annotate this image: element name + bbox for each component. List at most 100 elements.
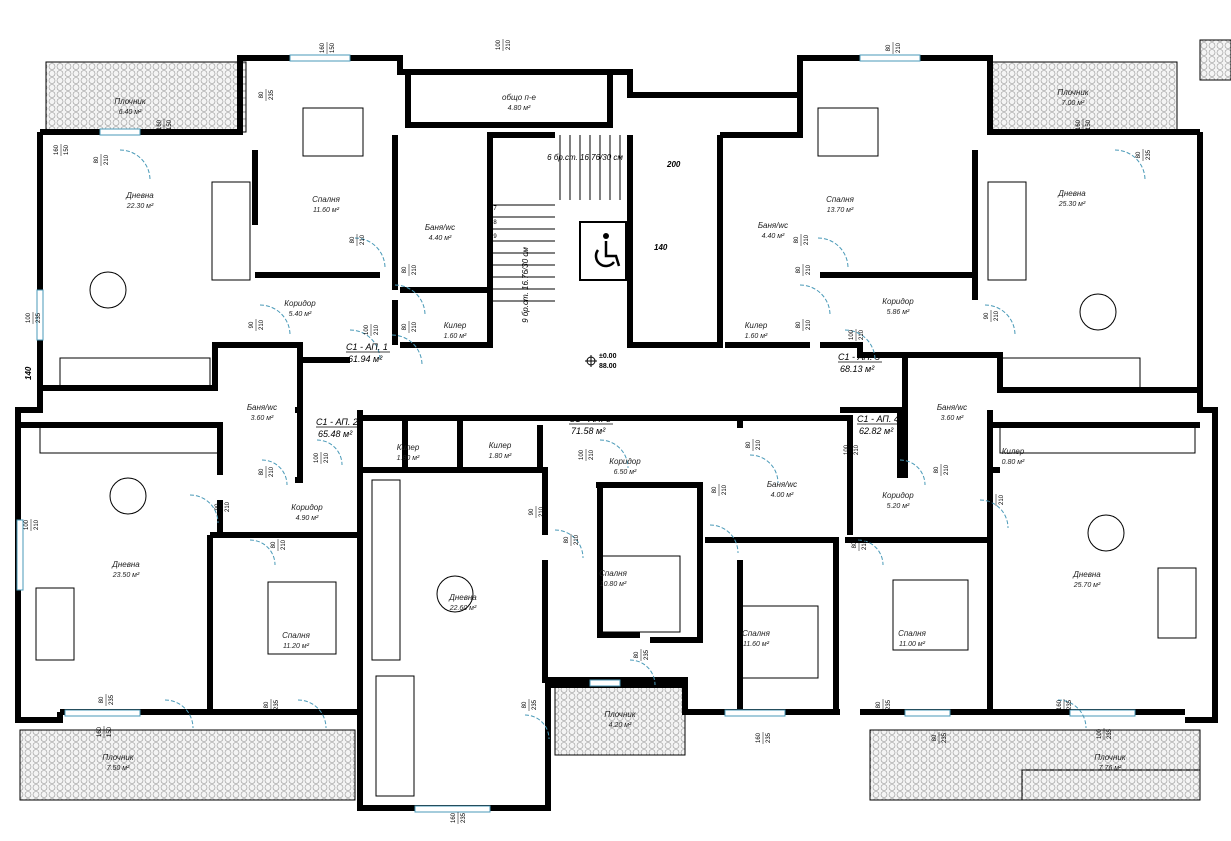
room-label: Килер 1.60 м² [444, 321, 467, 340]
opening-width: 80 [350, 236, 356, 243]
side-dimension: 140 [24, 366, 33, 380]
opening-height: 210 [896, 42, 902, 53]
opening-size-label: 100 210 [24, 519, 40, 531]
door-swing [249, 539, 276, 566]
room-label: Спалня 13.70 м² [826, 195, 854, 214]
sofa [375, 675, 415, 797]
kitchen-counter [39, 424, 221, 454]
bed [302, 107, 364, 157]
room-name: Коридор [882, 491, 914, 500]
room-name: Плочник [604, 710, 636, 719]
opening-width: 80 [932, 734, 938, 741]
opening-height: 210 [756, 439, 762, 450]
door-swing [1057, 699, 1087, 729]
opening-width: 100 [24, 519, 30, 530]
door-swing [817, 237, 849, 269]
wall [610, 415, 853, 535]
wall [705, 537, 839, 712]
room-name: Килер [397, 443, 420, 452]
opening-width: 100 [844, 444, 850, 455]
opening-width: 80 [1136, 151, 1142, 158]
bed [267, 581, 337, 655]
door-swing [349, 329, 381, 361]
room-area: 1.80 м² [489, 453, 512, 460]
opening-width: 100 [314, 452, 320, 463]
bed [601, 555, 681, 633]
door-swing [1114, 149, 1146, 181]
opening-height: 235 [942, 732, 948, 743]
door-swing [899, 459, 926, 486]
room-name: Плочник [1094, 753, 1126, 762]
opening-width: 160 [1076, 119, 1082, 130]
opening-height: 210 [589, 449, 595, 460]
opening-width: 100 [26, 312, 32, 323]
door-swing [599, 439, 629, 469]
level-mark-top: ±0.00 [599, 353, 617, 360]
wall [1185, 132, 1218, 723]
door-swing [984, 304, 1016, 336]
wall [597, 485, 640, 638]
room-name: Килер [444, 321, 467, 330]
apartment-area: 65.48 м² [318, 429, 353, 439]
opening-height: 210 [259, 319, 265, 330]
room-label: Баня/wc4.40 м² [758, 221, 788, 240]
door-swing [799, 284, 831, 316]
opening-width: 160 [157, 119, 163, 130]
annotations: 6 бр.ст. 16.76/30 см 9 бр.ст. 16.76/30 с… [24, 153, 681, 380]
door-swing [316, 439, 343, 466]
opening-height: 210 [506, 39, 512, 50]
room-area: 5.40 м² [289, 311, 312, 318]
window [16, 519, 24, 591]
room-name: Коридор [291, 503, 323, 512]
opening-height: 210 [862, 539, 868, 550]
sofa [1157, 567, 1197, 639]
details [16, 54, 1197, 813]
room-name: Дневна [1057, 189, 1086, 198]
kitchen-counter [371, 479, 401, 661]
table [109, 477, 147, 515]
room-name: Спалня [826, 195, 854, 204]
room-name: Баня/wc [767, 480, 797, 489]
opening-height: 235 [1146, 149, 1152, 160]
room-area: 25.70 м² [1073, 582, 1101, 589]
opening-height: 210 [34, 519, 40, 530]
room-area: 4.80 м² [508, 105, 531, 112]
room-area: 13.70 м² [827, 207, 854, 214]
room-label: общо п-е4.80 м² [502, 93, 536, 112]
opening-width: 80 [99, 696, 105, 703]
opening-width: 90 [215, 503, 221, 510]
apartment-code: C1 - АП. 2 [316, 417, 358, 427]
room-area: 1.60 м² [444, 333, 467, 340]
room-name: Плочник [114, 97, 146, 106]
kitchen-counter [999, 357, 1141, 389]
opening-height: 210 [412, 321, 418, 332]
opening-height: 150 [330, 42, 336, 53]
window [414, 805, 491, 813]
door-swing [554, 529, 584, 559]
opening-width: 80 [264, 701, 270, 708]
room-label: Баня/wc3.60 м² [247, 403, 277, 422]
opening-width: 100 [849, 329, 855, 340]
room-area: 23.50 м² [112, 572, 140, 579]
opening-size-label: 80 235 [932, 732, 948, 744]
